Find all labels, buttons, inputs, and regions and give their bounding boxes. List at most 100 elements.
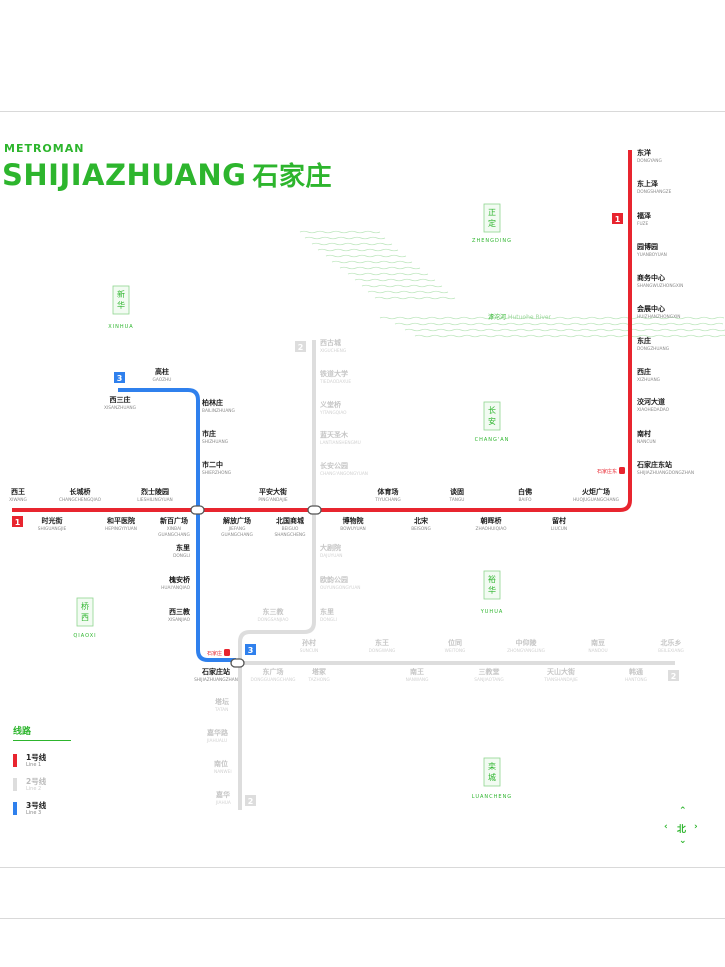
legend-line2-en: Line 2 — [26, 786, 42, 792]
station-name-en: TIYUCHANG — [374, 497, 400, 503]
station-name-en: BAILINZHUANG — [202, 408, 235, 414]
line1-badge-north[interactable]: 1 — [612, 213, 623, 224]
district-name-en: CHANG'AN — [475, 437, 510, 443]
river-wave — [354, 278, 436, 282]
legend-line1[interactable]: 1号线 Line 1 — [13, 752, 103, 774]
station-name-en: LIUCUN — [551, 526, 567, 532]
station-name-en: HUIZHANZHONGXIN — [637, 314, 681, 320]
district-name-char: 裕 — [488, 574, 496, 584]
line2-badge-north[interactable]: 2 — [295, 341, 306, 352]
line1-badge-west[interactable]: 1 — [12, 516, 23, 527]
pan-down-icon[interactable]: ⌄ — [679, 836, 687, 846]
interchange-shijiazhuang-zhan[interactable] — [230, 658, 245, 668]
interchange-beiguo[interactable] — [307, 505, 322, 515]
pan-up-icon[interactable]: ⌃ — [679, 806, 687, 816]
line2-badge-east[interactable]: 2 — [668, 670, 679, 681]
station-name-cn: 解放广场 — [223, 516, 251, 525]
river-wave — [299, 230, 381, 234]
district-name-char: 长 — [488, 405, 496, 415]
rail-tag-shijiazhuang-east: 石家庄东 — [597, 467, 625, 475]
legend-line3[interactable]: 3号线 Line 3 — [13, 800, 103, 822]
line2-badge-south[interactable]: 2 — [245, 795, 256, 806]
station-name-cn: 新百广场 — [160, 516, 188, 525]
river-wave — [339, 266, 421, 270]
pan-right-icon[interactable]: › — [694, 822, 698, 832]
interchange-xinbai[interactable] — [190, 505, 205, 515]
legend-line1-cn: 1号线 — [26, 753, 47, 762]
station-name-cn: 体育场 — [378, 487, 399, 496]
river-wave — [404, 328, 725, 332]
line3-badge-north[interactable]: 3 — [114, 372, 125, 383]
line3-badge-south[interactable]: 3 — [245, 644, 256, 655]
legend-line2[interactable]: 2号线 Line 2 — [13, 776, 103, 798]
station-name-en: SHIZHUANG — [202, 439, 228, 445]
station-name-cn: 柏林庄 — [202, 398, 223, 407]
station-name-cn: 白佛 — [518, 487, 532, 496]
station-name-cn: 北乐乡 — [661, 638, 682, 647]
pan-left-icon[interactable]: ‹ — [664, 822, 668, 832]
